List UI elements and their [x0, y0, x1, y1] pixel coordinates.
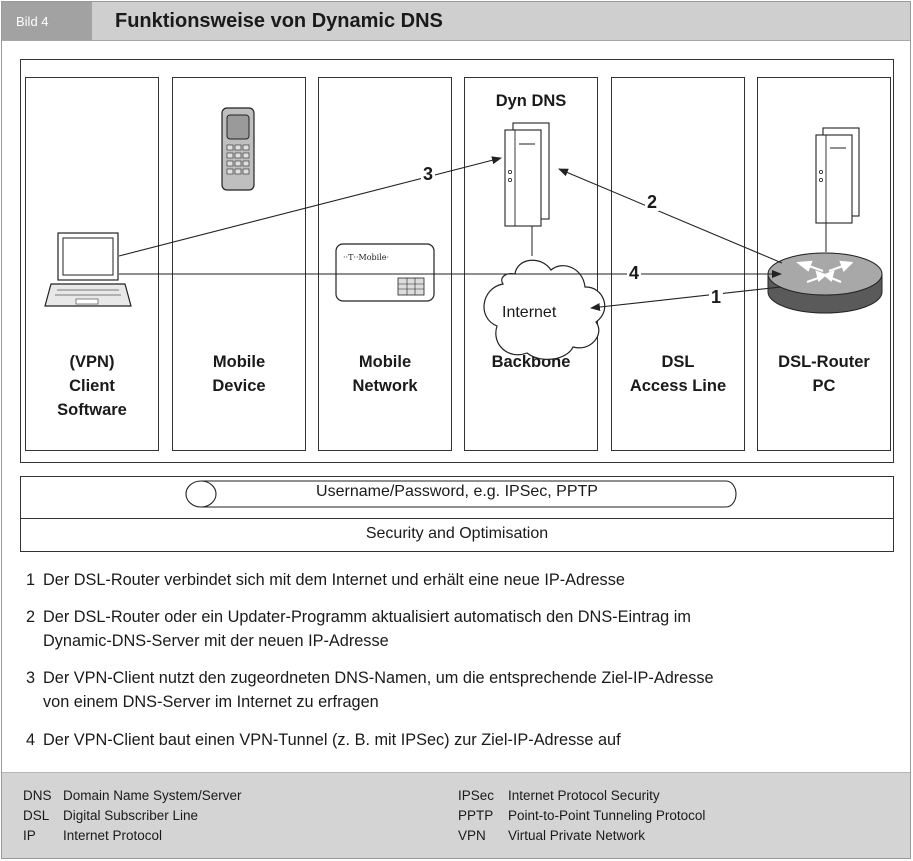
arrow-1 — [590, 286, 782, 311]
step-number: 2 — [26, 608, 36, 626]
mobile-phone-icon — [221, 107, 255, 191]
arrow-label-3: 3 — [421, 164, 436, 184]
column-label-line: Mobile — [212, 353, 266, 371]
step-text-line: Dynamic-DNS-Server mit der neuen IP-Adre… — [43, 632, 389, 650]
column-mobile-network: Mobile Network — [318, 77, 452, 451]
column-label-line: Network — [352, 377, 418, 395]
step-text-line: Der VPN-Client baut einen VPN-Tunnel (z.… — [43, 731, 621, 749]
sim-card-icon: ··T··Mobile· — [335, 243, 435, 302]
step-text-line: von einem DNS-Server im Internet zu erfr… — [43, 693, 379, 711]
figure-header: Bild 4 Funktionsweise von Dynamic DNS — [2, 2, 910, 41]
column-label-line: Client — [69, 377, 115, 395]
pc-tower-icon — [815, 127, 860, 224]
arrow-label-2: 2 — [645, 192, 660, 212]
arrow-2 — [558, 168, 783, 264]
arrow-label-1: 1 — [709, 287, 724, 307]
security-caption: Security and Optimisation — [365, 525, 549, 542]
security-tunnel — [185, 480, 737, 508]
column-label-line: DSL — [661, 353, 695, 371]
step-text-line: Der DSL-Router oder ein Updater-Programm… — [43, 608, 691, 626]
arrow-3 — [118, 156, 502, 257]
column-vpn-client: (VPN) Client Software — [25, 77, 159, 451]
laptop-icon — [44, 232, 132, 307]
sim-card-brand: ··T··Mobile· — [343, 253, 389, 262]
dyn-dns-label: Dyn DNS — [495, 92, 567, 110]
column-label-line: Device — [212, 377, 266, 395]
tunnel-opening — [185, 480, 217, 508]
diagram-drawing: ··T··Mobile· — [44, 107, 883, 360]
column-label-line: Software — [57, 401, 127, 419]
column-label-line: DSL-Router — [778, 353, 870, 371]
figure-title: Funktionsweise von Dynamic DNS — [115, 10, 443, 32]
column-label-line: (VPN) — [69, 353, 115, 371]
security-box: Username/Password, e.g. IPSec, PPTP Secu… — [20, 476, 894, 552]
security-protocols: Username/Password, e.g. IPSec, PPTP — [316, 483, 598, 500]
column-dsl-access: DSL Access Line — [611, 77, 745, 451]
column-label-line: PC — [812, 377, 836, 395]
step-text-line: Der VPN-Client nutzt den zugeordneten DN… — [43, 669, 714, 687]
internet-label: Internet — [502, 304, 557, 321]
arrow-label-4: 4 — [627, 263, 642, 283]
column-label-line: Mobile — [358, 353, 412, 371]
dyn-dns-server-icon — [504, 122, 550, 227]
step-number: 1 — [26, 571, 36, 589]
step-text-line: Der DSL-Router verbindet sich mit dem In… — [43, 571, 625, 589]
step-number: 4 — [26, 731, 36, 749]
abbreviations-footer: DNS Domain Name System/Server DSL Digita… — [2, 772, 910, 858]
column-label-line: Access Line — [629, 377, 727, 395]
router-icon — [767, 252, 883, 314]
figure-badge: Bild 4 — [2, 2, 92, 40]
security-divider — [21, 518, 893, 519]
step-number: 3 — [26, 669, 36, 687]
column-dsl-router: DSL-Router PC — [757, 77, 891, 451]
internet-cloud-icon — [483, 259, 606, 360]
diagram-area: (VPN) Client Software Mobile Device Mobi… — [20, 59, 894, 463]
column-mobile-device: Mobile Device — [172, 77, 306, 451]
